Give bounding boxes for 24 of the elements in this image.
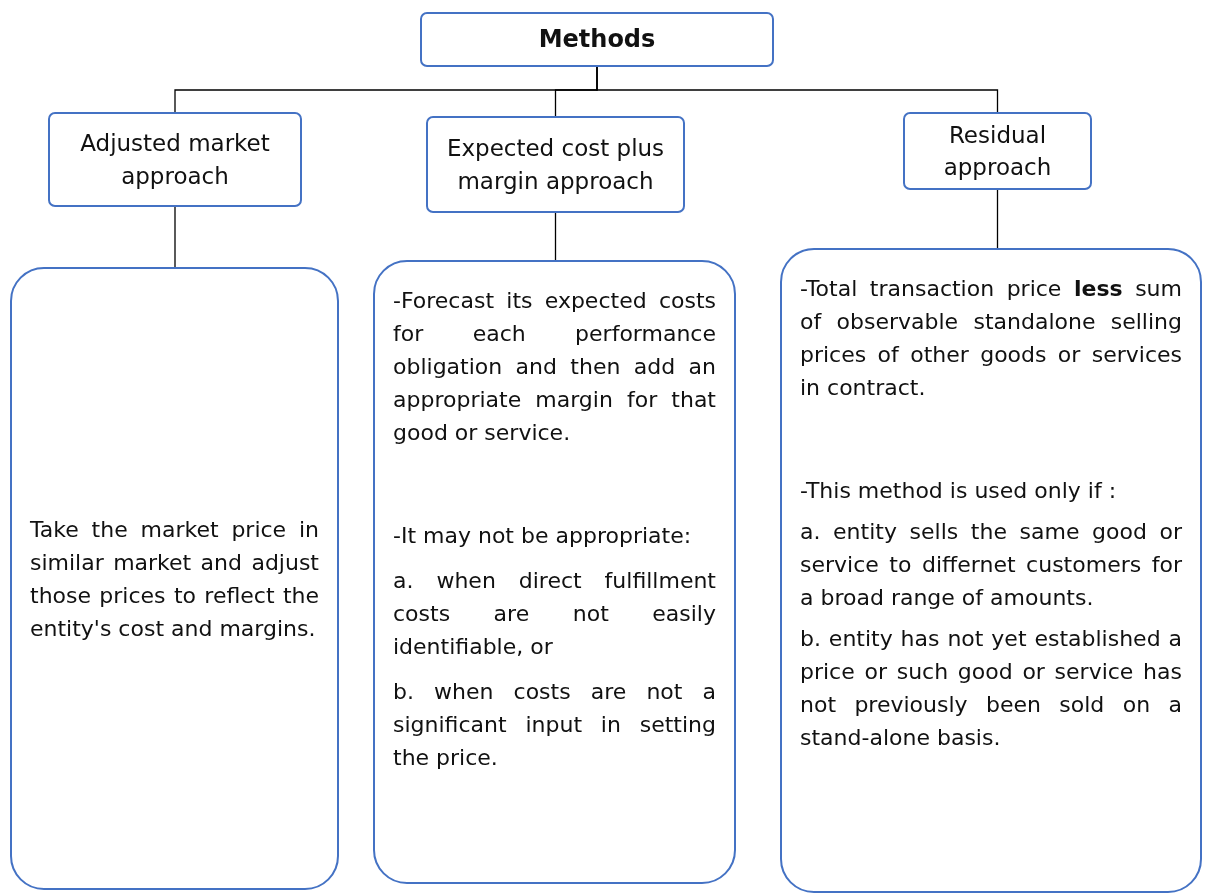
method-label: Expected cost plus margin approach xyxy=(445,134,666,196)
description-text: -Total transaction price less sum of observable standalone selling prices of other goods or services in contract. xyxy=(800,275,1182,402)
method-box xyxy=(48,112,302,207)
connector-line xyxy=(174,206,176,268)
description-text: b. entity has not yet established a price or such good or service has not previously been sold on a stand-alone basis. xyxy=(800,625,1182,752)
description-text: -It may not be appropriate: xyxy=(393,522,693,550)
root-box xyxy=(420,12,774,67)
description-text: -Forecast its expected costs for each performance obligation and then add an appropriate margin for that good or service. xyxy=(393,287,716,447)
description-text: -This method is used only if : xyxy=(800,477,1118,505)
method-label: Adjusted market approach xyxy=(79,129,271,191)
connector-line xyxy=(596,66,999,113)
title-text: Methods xyxy=(537,23,657,55)
description-text: Take the market price in similar market and adjust those prices to reflect the entity's cost and margins. xyxy=(30,515,319,643)
method-label: Residual approach xyxy=(942,120,1053,182)
description-text: a. when direct fulfillment costs are not easily identifiable, or xyxy=(393,567,716,661)
connector-line xyxy=(554,212,557,261)
description-text: b. when costs are not a significant input in setting the price. xyxy=(393,678,716,772)
method-box xyxy=(903,112,1092,190)
description-box xyxy=(10,267,339,890)
connector-line xyxy=(996,189,999,249)
description-text: a. entity sells the same good or service to differnet customers for a broad range of amounts. xyxy=(800,518,1182,612)
description-box xyxy=(780,248,1202,893)
description-box xyxy=(373,260,736,884)
method-box xyxy=(426,116,685,213)
